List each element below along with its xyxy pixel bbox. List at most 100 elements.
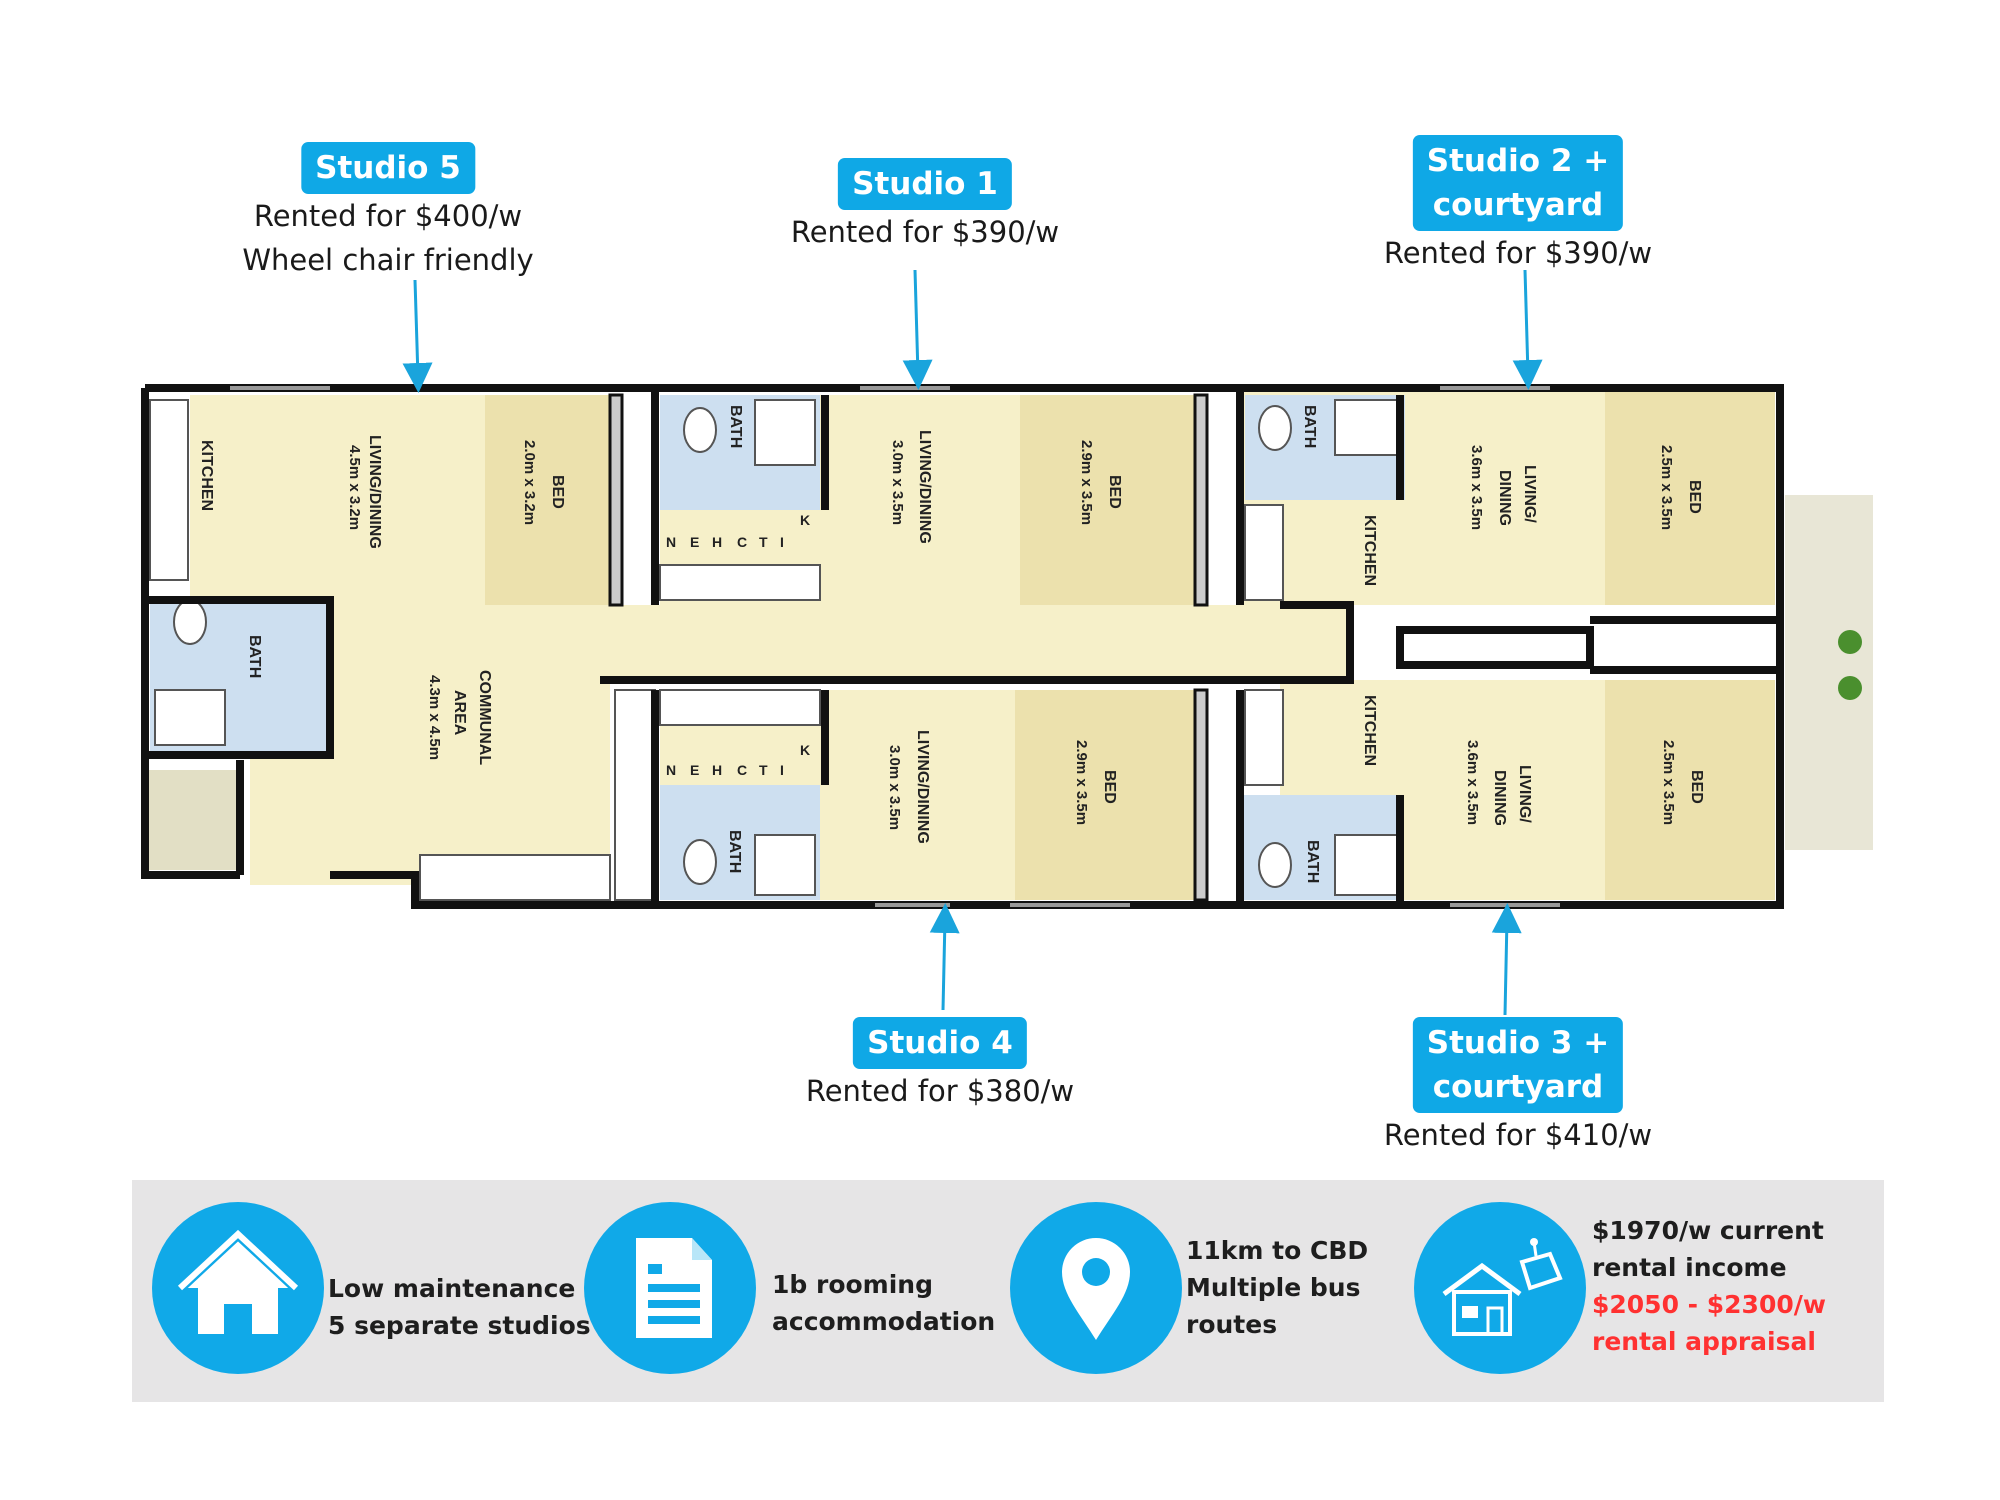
svg-text:T: T — [759, 762, 768, 778]
dim-label-s4-bed: 2.9m x 3.5m — [1073, 740, 1090, 825]
studio1-rent: Rented for $390/w — [790, 215, 1060, 249]
kitchen-label-s5: KITCHEN — [198, 440, 215, 511]
area-label: AREA — [451, 690, 468, 736]
feature-maintenance: Low maintenance 5 separate studios — [152, 1202, 591, 1380]
svg-text:C: C — [737, 762, 747, 778]
svg-text:T: T — [759, 534, 768, 550]
walls — [141, 384, 1784, 909]
feature-line: $1970/w current — [1592, 1216, 1824, 1245]
living-label-s1: LIVING/DINING — [916, 430, 933, 544]
feature-line: Low maintenance — [328, 1274, 576, 1303]
studio4-badge: Studio 4 — [853, 1017, 1027, 1069]
svg-text:K: K — [800, 742, 810, 758]
studio2-rent: Rented for $390/w — [1383, 236, 1653, 270]
living-label-s3: LIVING/ — [1516, 765, 1533, 823]
living-label-s4: LIVING/DINING — [914, 730, 931, 844]
bath-label-s2: BATH — [1301, 405, 1318, 448]
studio4-rent: Rented for $380/w — [805, 1074, 1075, 1108]
bed-label-s1: BED — [1106, 475, 1123, 509]
document-icon — [584, 1202, 756, 1374]
room-fills — [145, 390, 1873, 900]
fixtures — [149, 399, 1401, 901]
bath-label-s1: BATH — [727, 405, 744, 448]
feature-rooming-text: 1b rooming accommodation — [772, 1266, 995, 1340]
studio3-badge-line2: courtyard — [1432, 1069, 1604, 1105]
room-labels: KITCHEN LIVING/DINING 4.5m x 3.2m BED 2.… — [198, 405, 1705, 883]
feature-line: 1b rooming — [772, 1270, 933, 1299]
feature-location-text: 11km to CBD Multiple bus routes — [1186, 1232, 1368, 1343]
studio5-callout: Studio 5 Rented for $400/w Wheel chair f… — [242, 142, 534, 282]
feature-line: Multiple bus — [1186, 1273, 1361, 1302]
bed-label-s3: BED — [1688, 770, 1705, 804]
svg-text:I: I — [780, 762, 784, 778]
studio2-badge: Studio 2 + courtyard — [1412, 135, 1624, 231]
kitchenette-letters-s4: K I T C H E N — [666, 742, 810, 778]
bath-label-s4: BATH — [726, 830, 743, 873]
studio5-note: Wheel chair friendly — [242, 243, 534, 277]
feature-income: $1970/w current rental income $2050 - $2… — [1414, 1202, 1874, 1380]
dim-label-s2-bed: 2.5m x 3.5m — [1658, 445, 1675, 530]
house-icon — [152, 1202, 324, 1374]
rental-appraisal-label: rental appraisal — [1592, 1327, 1816, 1356]
rental-appraisal-range: $2050 - $2300/w — [1592, 1290, 1826, 1319]
studio2-badge-line2: courtyard — [1432, 187, 1604, 223]
svg-text:K: K — [800, 512, 810, 528]
feature-rooming: 1b rooming accommodation — [584, 1202, 1004, 1380]
studio3-badge-line1: Studio 3 + — [1426, 1025, 1610, 1061]
living-label-s2: LIVING/ — [1521, 465, 1538, 523]
kitchenette-letters-s1: K I T C H E N — [666, 512, 810, 550]
studio2-callout: Studio 2 + courtyard Rented for $390/w — [1384, 135, 1652, 275]
svg-text:H: H — [712, 534, 722, 550]
dining-label-s2: DINING — [1496, 470, 1513, 526]
bath-label-s5: BATH — [246, 635, 263, 678]
feature-income-text: $1970/w current rental income $2050 - $2… — [1592, 1212, 1826, 1360]
feature-line: 11km to CBD — [1186, 1236, 1369, 1265]
dim-label-s3-bed: 2.5m x 3.5m — [1660, 740, 1677, 825]
feature-line: 5 separate studios — [328, 1311, 591, 1340]
feature-location: 11km to CBD Multiple bus routes — [1010, 1202, 1430, 1380]
svg-text:N: N — [666, 534, 676, 550]
svg-text:E: E — [690, 534, 699, 550]
feature-line: routes — [1186, 1310, 1278, 1339]
svg-text:N: N — [666, 762, 676, 778]
bath-label-s3: BATH — [1304, 840, 1321, 883]
kitchen-label-s3: KITCHEN — [1361, 695, 1378, 766]
feature-strip: Low maintenance 5 separate studios 1b ro… — [132, 1180, 1884, 1402]
dining-label-s3: DINING — [1491, 770, 1508, 826]
plant-icon — [1838, 630, 1862, 700]
dim-label-communal: 4.3m x 4.5m — [426, 675, 443, 760]
studio3-callout: Studio 3 + courtyard Rented for $410/w — [1384, 1017, 1652, 1157]
svg-text:H: H — [712, 762, 722, 778]
callout-arrows — [402, 269, 1543, 1016]
feature-line: accommodation — [772, 1307, 996, 1336]
studio3-badge: Studio 3 + courtyard — [1412, 1017, 1624, 1113]
bed-label-s4: BED — [1101, 770, 1118, 804]
dim-label-s5-bed: 2.0m x 3.2m — [521, 440, 538, 525]
dim-label-s5-living: 4.5m x 3.2m — [346, 445, 363, 530]
location-pin-icon — [1010, 1202, 1182, 1374]
rent-sign-icon — [1414, 1202, 1586, 1374]
kitchen-label-s2: KITCHEN — [1361, 515, 1378, 586]
dim-label-s1-living: 3.0m x 3.5m — [889, 440, 906, 525]
partition-walls — [608, 393, 1209, 902]
bed-label-s2: BED — [1686, 480, 1703, 514]
dim-label-s4-living: 3.0m x 3.5m — [886, 745, 903, 830]
living-label-s5: LIVING/DINING — [366, 435, 383, 549]
studio3-rent: Rented for $410/w — [1383, 1118, 1653, 1152]
feature-line: rental income — [1592, 1253, 1787, 1282]
feature-maintenance-text: Low maintenance 5 separate studios — [328, 1270, 591, 1344]
bed-label-s5: BED — [549, 475, 566, 509]
svg-text:E: E — [690, 762, 699, 778]
studio1-callout: Studio 1 Rented for $390/w — [791, 158, 1059, 254]
dim-label-s1-bed: 2.9m x 3.5m — [1078, 440, 1095, 525]
svg-text:C: C — [737, 534, 747, 550]
dim-label-s2-living: 3.6m x 3.5m — [1468, 445, 1485, 530]
studio5-rent: Rented for $400/w — [253, 199, 523, 233]
studio5-badge: Studio 5 — [301, 142, 475, 194]
svg-text:I: I — [780, 534, 784, 550]
communal-label: COMMUNAL — [476, 670, 493, 765]
studio2-badge-line1: Studio 2 + — [1426, 143, 1610, 179]
studio1-badge: Studio 1 — [838, 158, 1012, 210]
dim-label-s3-living: 3.6m x 3.5m — [1464, 740, 1481, 825]
